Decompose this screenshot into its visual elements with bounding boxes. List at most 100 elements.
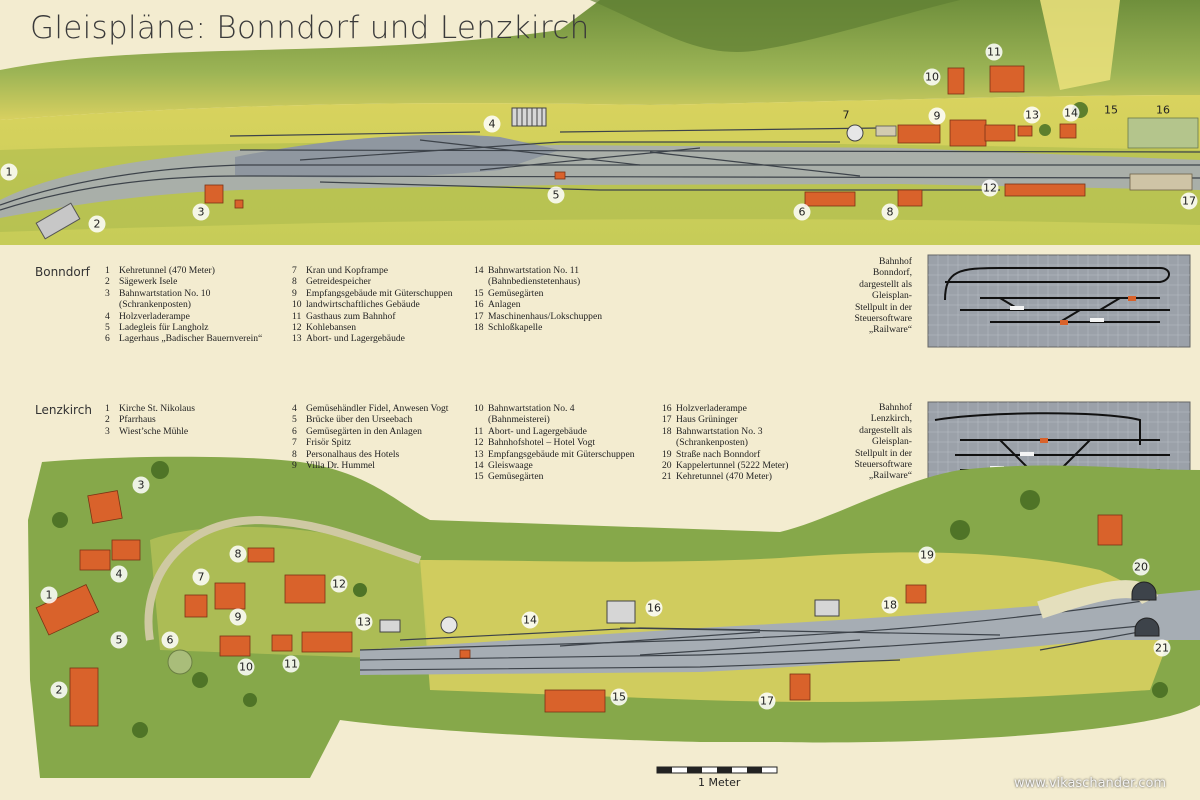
legend-text: Pfarrhaus: [119, 414, 156, 426]
legend-number: 4: [105, 310, 110, 322]
legend-number: 17: [662, 414, 672, 426]
lenzkirch-marker-10: 10: [237, 658, 255, 676]
bonndorf-marker-2: 2: [88, 215, 106, 233]
lenzkirch-marker-1: 1: [40, 586, 58, 604]
legend-number: 18: [474, 322, 484, 334]
legend-text: Kehretunnel (470 Meter): [119, 265, 215, 276]
legend-text: Bahnwartstation No. 10: [119, 287, 211, 299]
legend-number: 16: [662, 403, 672, 414]
legend-text: Bahnwartstation No. 3: [676, 425, 763, 437]
legend-text: Brücke über den Urseebach: [306, 414, 413, 426]
legend-number: 9: [292, 287, 297, 299]
lenzkirch-legend-column-4: 16 Holzverladerampe 17 Haus Grüninger 18 Bahn…: [662, 403, 788, 483]
legend-number: 12: [474, 437, 484, 449]
legend-number: 2: [105, 414, 110, 426]
lenzkirch-legend-entry: (Bahnmeisterei): [474, 414, 635, 425]
legend-text: Gemüsegärten: [488, 471, 544, 483]
lenzkirch-marker-8: 8: [229, 545, 247, 563]
lenzkirch-legend-entry: 2 Pfarrhaus: [105, 414, 195, 425]
legend-text: Haus Grüninger: [676, 414, 738, 426]
bonndorf-marker-3: 3: [192, 203, 210, 221]
legend-text: (Schrankenposten): [676, 437, 748, 449]
lenzkirch-marker-14: 14: [521, 611, 539, 629]
legend-text: Holzverladerampe: [119, 310, 190, 322]
legend-text: Anlagen: [488, 299, 521, 311]
legend-number: 5: [292, 414, 297, 426]
legend-text: (Schrankenposten): [119, 299, 191, 311]
legend-number: 9: [292, 460, 297, 472]
legend-number: [474, 276, 488, 287]
lenzkirch-marker-18: 18: [881, 596, 899, 614]
legend-text: Gemüsegärten in den Anlagen: [306, 425, 422, 437]
bonndorf-marker-10: 10: [923, 68, 941, 86]
lenzkirch-layout: [28, 456, 1200, 778]
bonndorf-marker-6: 6: [793, 203, 811, 221]
bonndorf-legend-entry: 3 Bahnwartstation No. 10: [105, 288, 262, 299]
legend-text: Lagerhaus „Badischer Bauernverein“: [119, 333, 263, 345]
bonndorf-layout: [0, 0, 1200, 245]
legend-number: 14: [474, 460, 484, 472]
legend-text: Bahnhofshotel – Hotel Vogt: [488, 437, 596, 449]
lenzkirch-marker-16: 16: [645, 599, 663, 617]
bonndorf-marker-8: 8: [881, 203, 899, 221]
lenzkirch-section-label: Lenzkirch: [35, 403, 92, 417]
legend-text: Bahnwartstation No. 11: [488, 265, 580, 276]
lenzkirch-marker-9: 9: [229, 608, 247, 626]
lenzkirch-legend-entry: 5 Brücke über den Urseebach: [292, 414, 448, 425]
legend-number: 3: [105, 287, 110, 299]
legend-text: Kirche St. Nikolaus: [119, 403, 195, 414]
legend-number: 16: [474, 299, 484, 311]
legend-text: Frisör Spitz: [306, 437, 352, 449]
page-title: Gleispläne: Bonndorf und Lenzkirch: [30, 10, 590, 46]
lenzkirch-marker-13: 13: [355, 613, 373, 631]
legend-text: Holzverladerampe: [676, 403, 747, 414]
bonndorf-marker-12: 12: [981, 179, 999, 197]
bonndorf-marker-15: 15: [1104, 103, 1118, 117]
bonndorf-marker-17: 17: [1180, 192, 1198, 210]
legend-text: (Bahnbedienstetenhaus): [488, 276, 581, 288]
bonndorf-legend-entry: 4 Holzverladerampe: [105, 311, 262, 322]
legend-text: Empfangsgebäude mit Güterschuppen: [488, 448, 635, 460]
lenzkirch-legend-entry: 18 Bahnwartstation No. 3: [662, 426, 788, 437]
legend-text: Empfangsgebäude mit Güterschuppen: [306, 287, 453, 299]
lenzkirch-legend-entry: 16 Holzverladerampe: [662, 403, 788, 414]
legend-text: Abort- und Lagergebäude: [306, 333, 405, 345]
legend-text: Kran und Kopframpe: [306, 265, 389, 276]
legend-text: Wiest’sche Mühle: [119, 425, 189, 437]
lenzkirch-marker-20: 20: [1132, 558, 1150, 576]
legend-number: 11: [292, 310, 302, 322]
legend-number: 20: [662, 460, 672, 472]
legend-text: Bahnwartstation No. 4: [488, 403, 575, 414]
lenzkirch-marker-7: 7: [192, 568, 210, 586]
watermark: www.vikaschander.com: [1014, 776, 1167, 791]
lenzkirch-panel-caption: Bahnhof Lenzkirch, dargestellt als Gleis…: [854, 402, 912, 482]
legend-number: [662, 437, 676, 448]
bonndorf-marker-14: 14: [1062, 104, 1080, 122]
bonndorf-legend-entry: 16 Anlagen: [474, 299, 602, 310]
legend-number: 18: [662, 425, 672, 437]
legend-number: [474, 414, 488, 425]
legend-number: 6: [292, 425, 297, 437]
legend-number: 4: [292, 403, 297, 414]
lenzkirch-legend-entry: (Schrankenposten): [662, 437, 788, 448]
legend-text: Getreidespeicher: [306, 276, 371, 288]
lenzkirch-legend-entry: 17 Haus Grüninger: [662, 414, 788, 425]
